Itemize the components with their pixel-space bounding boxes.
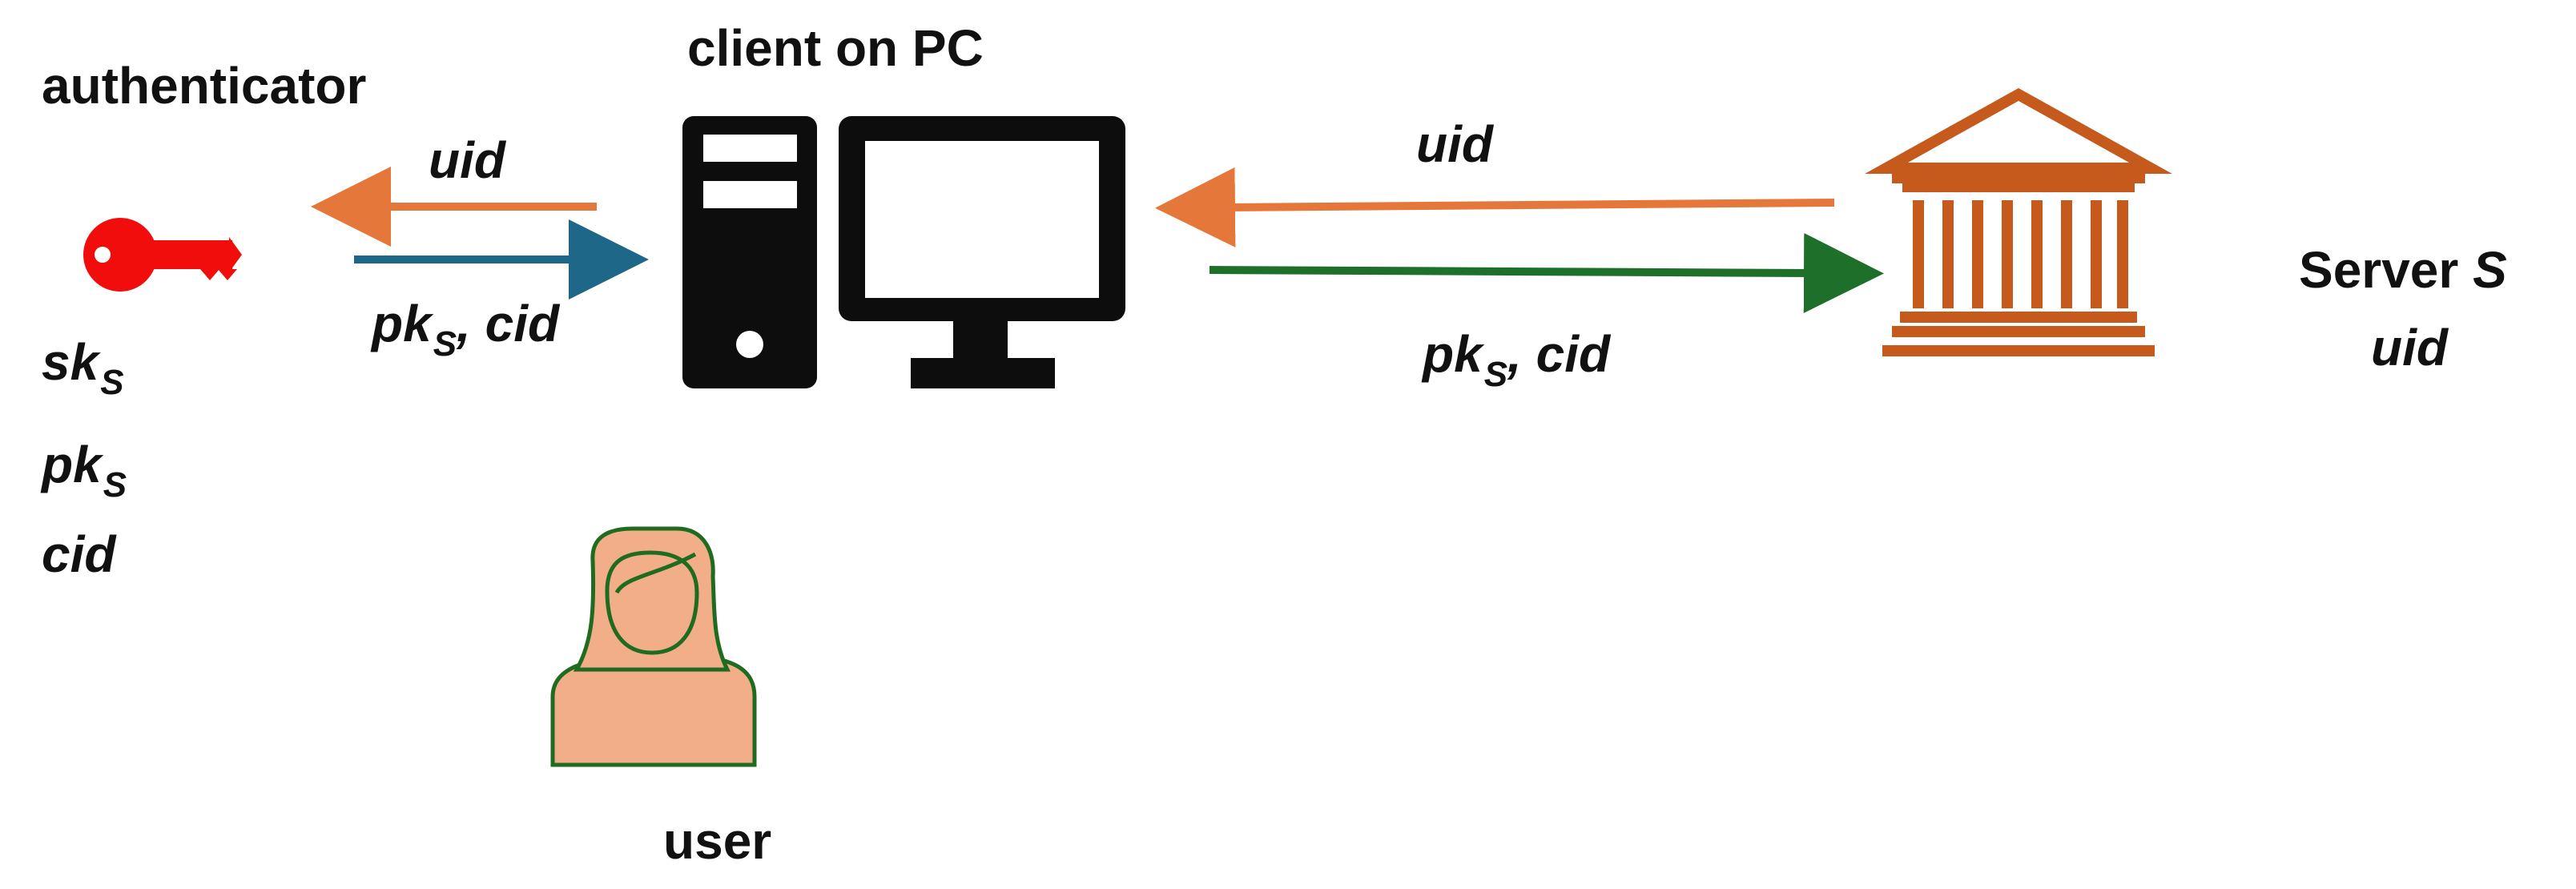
server-uid: uid [2371, 319, 2448, 376]
message-uid-left: uid [429, 131, 505, 189]
message-pk-left-subscript: S [433, 324, 457, 364]
user-avatar-icon [550, 526, 757, 767]
server-title-text: Server [2299, 241, 2473, 299]
server-title-variable: S [2473, 241, 2507, 299]
desktop-computer-icon [682, 116, 1125, 388]
message-pk-cid-right: pkS, cid [1423, 325, 1611, 392]
authenticator-title: authenticator [42, 57, 367, 115]
pk-base: pk [42, 436, 102, 493]
message-uid-right: uid [1416, 115, 1493, 173]
pk-subscript: S [103, 465, 127, 505]
sk-base: sk [42, 333, 99, 391]
message-pk-right-tail: , cid [1507, 325, 1611, 383]
client-title: client on PC [687, 19, 984, 77]
bank-building-icon [1865, 87, 2172, 356]
server-title: Server S [2299, 244, 2507, 296]
authenticator-credential-id: cid [42, 525, 116, 583]
message-pk-cid-left: pkS, cid [372, 295, 560, 362]
message-pk-left-tail: , cid [457, 295, 560, 352]
message-pk-left-base: pk [372, 295, 432, 352]
arrow-pk-client-to-server [1209, 232, 1884, 313]
authenticator-secret-key: skS [42, 333, 124, 400]
user-label: user [663, 812, 772, 870]
message-pk-right-subscript: S [1483, 355, 1508, 394]
authenticator-public-key: pkS [42, 436, 127, 503]
message-pk-right-base: pk [1423, 325, 1483, 383]
key-icon [83, 218, 242, 292]
arrow-uid-server-to-client [1155, 167, 1835, 247]
sk-subscript: S [100, 363, 124, 402]
